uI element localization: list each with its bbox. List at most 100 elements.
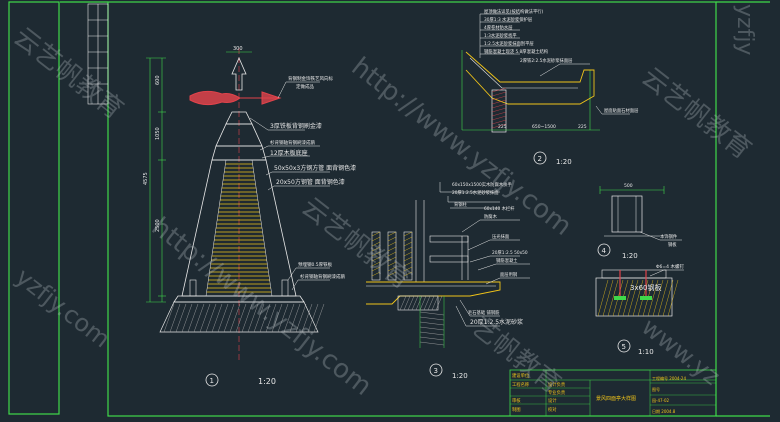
hatch-line (419, 326, 445, 331)
hatch-line (491, 119, 507, 125)
hatch-line (415, 295, 423, 311)
tb-r4c2: 设计 (548, 397, 557, 404)
hatch-line (387, 266, 397, 272)
watermark-corner: yzfjy (732, 4, 757, 55)
detail-5-marker: 5 (622, 343, 626, 351)
hatch-line (387, 271, 397, 277)
hatch-line (419, 331, 445, 336)
roof-note-8: 屋面贴面石材面层 (604, 107, 639, 114)
hatch-line (403, 266, 413, 272)
hatch-line (491, 107, 507, 113)
hatch-line (387, 241, 397, 247)
hatch-line (602, 279, 614, 317)
hatch-line (181, 303, 193, 333)
detail4-note-2: 钢板 (668, 241, 677, 248)
hatch-line (491, 95, 507, 101)
plate-hatch (597, 279, 679, 317)
hatch-line (217, 303, 229, 333)
hatch-line (407, 295, 415, 311)
hatch-line (491, 99, 507, 105)
detail-1-pavilion-elevation: 4575 600 1050 2500 300 背钢制金饰铁艺风向标 定做成品 3… (143, 46, 356, 387)
hatch-line (627, 279, 639, 317)
hatch-line (271, 303, 283, 333)
hatch-line (387, 231, 397, 237)
detail-5-scale: 1:10 (638, 348, 654, 356)
section-note-5: 防腐木 (484, 213, 498, 220)
hatch-line (205, 303, 217, 333)
dim-300: 300 (233, 46, 243, 52)
hatch-line (403, 251, 413, 257)
hatch-line (491, 103, 507, 109)
hatch-line (169, 303, 181, 333)
roof-note-3: 4厚卷材防水层 (484, 24, 513, 31)
post-hatch (371, 231, 413, 277)
hatch-line (223, 303, 235, 333)
tb-r3c2: 专业负责 (548, 389, 566, 396)
tb-r5c1: 制图 (512, 406, 521, 413)
dim-1050: 1050 (155, 127, 161, 140)
hatch-line (387, 261, 397, 267)
tb-right2: 图号 (652, 386, 660, 392)
pavilion-note-7: 预埋钢0.5厚铁板 (298, 261, 333, 268)
hatch-line (419, 336, 445, 341)
hatch-line (427, 295, 435, 311)
hatch-line (622, 279, 634, 317)
pavilion-note-8: 杉背钢轴背钢刷漆成鹅 (300, 273, 345, 280)
hatch-line (277, 303, 289, 333)
hatch-line (399, 295, 407, 311)
hatch-line (647, 279, 659, 317)
section-note-8: 钢筋混凝土 (496, 257, 518, 264)
detail-2-marker: 2 (538, 155, 542, 163)
hatch-line (419, 316, 445, 321)
hatch-line (435, 295, 443, 311)
hatch-line (387, 246, 397, 252)
detail4-note-1: 本饰钢件 (660, 233, 678, 240)
detail-1-scale: 1:20 (258, 377, 276, 386)
pavilion-leaders (249, 81, 330, 291)
hatch-line (229, 303, 241, 333)
dim-2500: 2500 (155, 219, 161, 232)
hatch-line (193, 303, 205, 333)
hatch-line (241, 303, 253, 333)
hatch-line (403, 241, 413, 247)
hatch-line (163, 303, 175, 333)
left-dimensions (146, 57, 166, 303)
roof-note-6: 钢筋混凝土现浇 5.8厚混凝土结构 (484, 48, 549, 55)
hatch-line (423, 295, 431, 311)
roof-note-5: 1:2.5水泥砂浆抹面刮平层 (484, 40, 534, 47)
hatch-line (301, 303, 313, 333)
hatch-line (371, 231, 381, 237)
pavilion-note-1: 背钢制金饰铁艺风向标 (288, 75, 333, 82)
tb-right1: 工程编号 2004-24 (652, 375, 686, 381)
hatch-line (371, 271, 381, 277)
hatch-line (371, 266, 381, 272)
dim-650-1500: 650~1500 (532, 124, 556, 130)
section-note-2: 20厚1:2.5水泥砂浆抹面 (452, 189, 499, 196)
section-note-4: 60x140 木栏杆 (484, 205, 515, 212)
dim-225b: 225 (578, 124, 587, 130)
hatch-line (419, 295, 427, 311)
section-note-11: 毛石基础 铺钢筋 (468, 309, 500, 316)
hatch-line (662, 279, 674, 317)
pavilion-note-5: 50x50x3方钢方管 面背钢色漆 (274, 164, 356, 172)
section-note-1: 60x150x1500实木防腐木扶手 (452, 181, 512, 188)
hatch-line (265, 303, 277, 333)
hatch-line (667, 279, 679, 317)
hatch-line (403, 246, 413, 252)
foundation-hatch (399, 295, 445, 346)
hatch-line (313, 303, 325, 333)
hatch-line (403, 231, 413, 237)
dim-225: 225 (498, 124, 507, 130)
eave-hatch (491, 87, 507, 129)
tb-r3c1: 设计负责 (548, 381, 566, 388)
roof-leaders (479, 13, 630, 115)
hatch-line (491, 115, 507, 121)
hatch-line (371, 256, 381, 262)
hatch-line (289, 303, 301, 333)
detail-2-scale: 1:20 (556, 158, 572, 166)
pavilion-note-1b: 定做成品 (296, 83, 314, 90)
pavilion-note-6: 20x50方钢管 面背钢色漆 (276, 178, 345, 186)
cone-slats (206, 163, 272, 293)
title-block: 建设单位 工程名称 设计负责 专业负责 审核 设计 制图 校对 景风四面亭大样图… (509, 369, 717, 417)
